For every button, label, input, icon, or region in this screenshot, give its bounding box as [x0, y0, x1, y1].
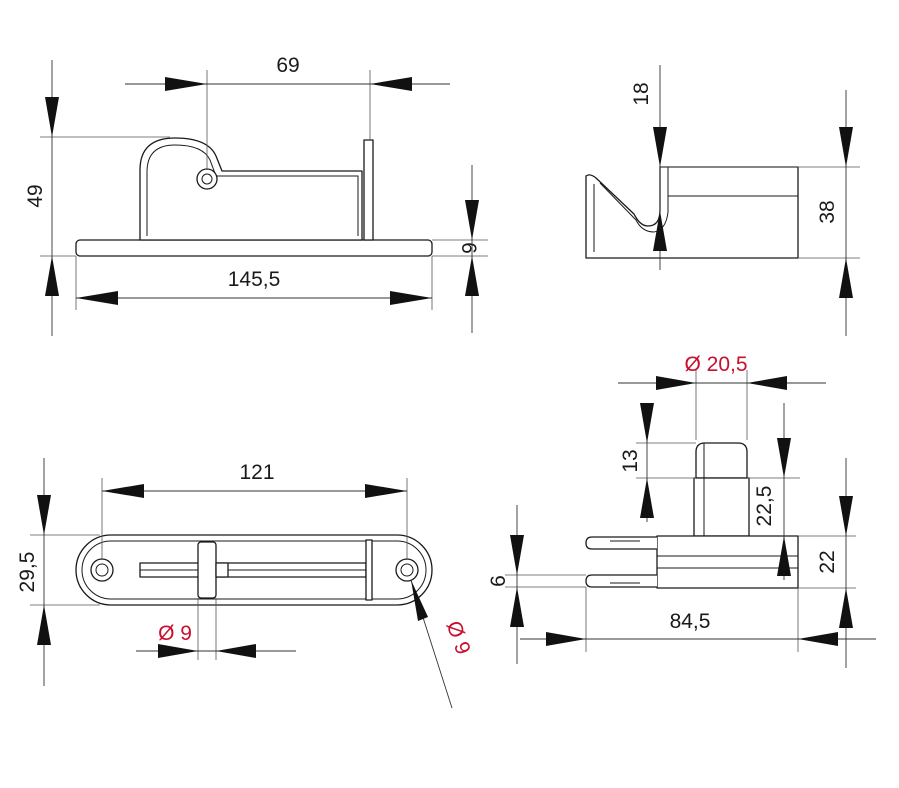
dim-front-pin-dia: Ø 20,5 [684, 353, 747, 376]
dim-side-thickness: 6 [457, 242, 480, 254]
side-view-base-plate [75, 239, 433, 257]
dim-front-total-height: 22,5 [753, 486, 776, 527]
top-view-knob-shaft [215, 562, 229, 578]
dim-top-slot-dia: Ø 9 [158, 622, 192, 645]
dim-side-height: 49 [24, 184, 47, 207]
dim-front-pin-height: 13 [619, 449, 642, 472]
dim-top-hole-dia: Ø 9 [442, 618, 475, 658]
side-view-hook-inner [146, 144, 359, 236]
front-view-prong-bottom [585, 574, 657, 588]
top-view-plate-inner [81, 540, 427, 600]
dim-front-length: 84,5 [670, 610, 711, 633]
front-view-pin-cap [695, 442, 748, 479]
end-view: 18 38 [585, 65, 860, 336]
dim-front-thickness: 6 [487, 575, 510, 587]
top-view-knob [197, 541, 217, 599]
front-view-body [656, 535, 799, 589]
dim-end-top-gap: 18 [630, 82, 653, 105]
dim-side-width-top: 69 [276, 54, 299, 77]
top-view-stop [365, 539, 373, 601]
dim-end-height: 38 [816, 200, 839, 223]
dim-top-width: 29,5 [16, 552, 39, 593]
end-view-hook-edge [593, 182, 798, 252]
side-view-stop-plate [363, 139, 374, 241]
front-view: Ø 20,5 13 22,5 22 6 84,5 [487, 353, 876, 668]
side-view-pivot-hole-inner [201, 173, 213, 185]
dim-top-length: 121 [239, 461, 274, 484]
end-view-body [585, 166, 799, 259]
top-view: 121 29,5 Ø 9 Ø 9 [16, 458, 475, 709]
dim-front-body-height: 22 [816, 550, 839, 573]
front-view-pin [693, 477, 750, 537]
side-view-hook-body [139, 137, 363, 241]
side-view-pivot-hole [196, 168, 218, 190]
front-view-prong-top [585, 536, 657, 550]
top-view-hole-left [90, 558, 114, 582]
top-view-hole-right [395, 558, 419, 582]
side-view: 69 49 6 145,5 [24, 54, 488, 336]
dim-side-length: 145,5 [228, 268, 281, 291]
